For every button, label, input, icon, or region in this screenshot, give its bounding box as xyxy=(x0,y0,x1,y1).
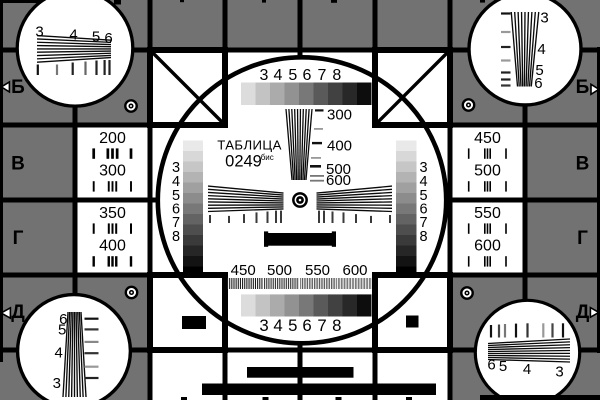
svg-text:5: 5 xyxy=(172,188,180,204)
svg-text:4: 4 xyxy=(273,316,282,335)
svg-text:8: 8 xyxy=(419,229,427,245)
svg-text:5: 5 xyxy=(419,188,427,204)
svg-text:550: 550 xyxy=(474,205,501,222)
svg-text:6: 6 xyxy=(59,311,67,328)
svg-text:8: 8 xyxy=(332,316,341,335)
svg-text:300: 300 xyxy=(327,106,352,123)
svg-text:5: 5 xyxy=(58,321,66,338)
svg-text:3: 3 xyxy=(35,24,43,41)
svg-text:бис: бис xyxy=(261,153,274,162)
svg-text:3: 3 xyxy=(260,67,269,84)
svg-text:3: 3 xyxy=(419,160,427,176)
svg-text:5: 5 xyxy=(288,316,297,335)
svg-text:6: 6 xyxy=(303,67,312,84)
svg-text:4: 4 xyxy=(419,174,427,190)
svg-text:600: 600 xyxy=(342,262,367,279)
svg-text:350: 350 xyxy=(99,205,126,222)
svg-text:3: 3 xyxy=(540,10,548,27)
svg-text:8: 8 xyxy=(172,229,180,245)
svg-text:В: В xyxy=(576,154,590,175)
svg-text:500: 500 xyxy=(267,262,292,279)
svg-text:Д: Д xyxy=(11,302,25,323)
svg-text:5: 5 xyxy=(288,67,297,84)
svg-text:450: 450 xyxy=(231,262,256,279)
svg-text:4: 4 xyxy=(523,361,531,378)
svg-text:0249: 0249 xyxy=(225,153,262,171)
svg-text:6: 6 xyxy=(534,75,542,92)
svg-text:Г: Г xyxy=(577,228,588,249)
svg-text:500: 500 xyxy=(326,161,351,178)
svg-text:7: 7 xyxy=(317,316,326,335)
svg-text:4: 4 xyxy=(55,345,63,362)
svg-text:3: 3 xyxy=(172,160,180,176)
svg-text:300: 300 xyxy=(99,163,126,180)
svg-text:6: 6 xyxy=(172,201,180,217)
svg-text:400: 400 xyxy=(99,238,126,255)
svg-text:200: 200 xyxy=(99,130,126,147)
svg-text:6: 6 xyxy=(104,30,112,47)
svg-text:5: 5 xyxy=(499,358,507,375)
svg-text:Г: Г xyxy=(13,228,24,249)
svg-text:400: 400 xyxy=(327,137,352,154)
svg-text:3: 3 xyxy=(259,316,268,335)
svg-text:Д: Д xyxy=(576,302,590,323)
svg-text:3: 3 xyxy=(555,364,563,381)
svg-text:8: 8 xyxy=(332,67,341,84)
svg-text:600: 600 xyxy=(326,172,351,189)
svg-text:450: 450 xyxy=(474,130,501,147)
svg-text:4: 4 xyxy=(537,41,545,58)
svg-text:500: 500 xyxy=(474,163,501,180)
svg-text:4: 4 xyxy=(69,27,77,44)
svg-text:5: 5 xyxy=(535,62,543,79)
svg-text:7: 7 xyxy=(318,67,327,84)
svg-text:6: 6 xyxy=(419,201,427,217)
svg-text:Б: Б xyxy=(576,77,590,98)
svg-text:Б: Б xyxy=(11,77,25,98)
svg-text:4: 4 xyxy=(274,67,283,84)
svg-text:3: 3 xyxy=(53,375,61,392)
svg-text:В: В xyxy=(11,154,25,175)
svg-text:6: 6 xyxy=(302,316,311,335)
svg-text:6: 6 xyxy=(487,357,495,374)
svg-text:7: 7 xyxy=(419,215,427,231)
svg-text:7: 7 xyxy=(172,215,180,231)
svg-text:4: 4 xyxy=(172,174,180,190)
svg-text:ТАБЛИЦА: ТАБЛИЦА xyxy=(217,138,282,153)
svg-text:5: 5 xyxy=(92,28,100,45)
svg-text:550: 550 xyxy=(305,262,330,279)
svg-text:600: 600 xyxy=(474,238,501,255)
